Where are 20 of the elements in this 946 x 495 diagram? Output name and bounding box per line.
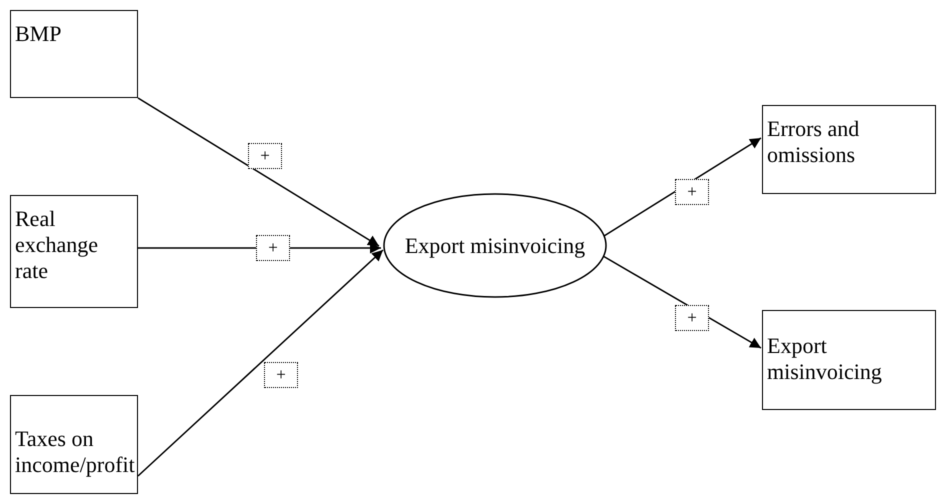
process-box — [762, 310, 936, 410]
node-label: Errors and omissions — [767, 116, 860, 168]
node-label: Taxes on income/profit — [15, 426, 133, 478]
arrow — [138, 249, 384, 477]
node-label: Export misinvoicing — [404, 232, 586, 258]
edge-label: + — [264, 362, 298, 388]
process-box — [762, 105, 936, 194]
process-box — [10, 395, 138, 494]
node-label: Real exchange rate — [15, 206, 100, 284]
node-label: BMP — [15, 21, 62, 47]
process-box — [10, 195, 138, 308]
edge-label: + — [248, 143, 282, 169]
arrow — [604, 137, 762, 237]
edge-label: + — [256, 235, 290, 261]
process-box — [10, 10, 138, 98]
edge-label: + — [675, 305, 709, 331]
arrow — [138, 97, 380, 247]
node-label: Export misinvoicing — [767, 333, 883, 385]
arrow — [602, 255, 762, 349]
edge-label: + — [675, 179, 709, 205]
